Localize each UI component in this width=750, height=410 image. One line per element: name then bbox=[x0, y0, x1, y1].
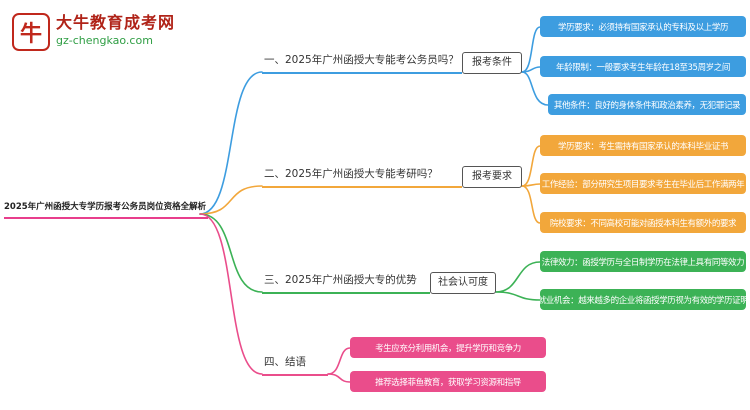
branch3-leaf-1: 法律效力：函授学历与全日制学历在法律上具有同等效力 bbox=[540, 251, 746, 272]
branch1-leaf-2: 年龄限制：一般要求考生年龄在18至35周岁之间 bbox=[540, 56, 746, 77]
branch3-label: 三、2025年广州函授大专的优势 bbox=[262, 272, 430, 294]
branch2-label: 二、2025年广州函授大专能考研吗？ bbox=[262, 166, 462, 188]
site-logo: 牛 大牛教育成考网 gz-chengkao.com bbox=[12, 13, 175, 51]
bull-logo-glyph: 牛 bbox=[19, 22, 42, 47]
branch4-leaf-1: 考生应充分利用机会，提升学历和竞争力 bbox=[350, 337, 546, 358]
connector-b1-leaf3 bbox=[521, 71, 549, 106]
branch1-tag: 报考条件 bbox=[462, 52, 522, 74]
branch4-label: 四、结语 bbox=[262, 354, 328, 376]
branch1-leaf-1: 学历要求：必须持有国家承认的专科及以上学历 bbox=[540, 16, 746, 37]
branch4-leaf-2: 推荐选择菲鱼教育，获取学习资源和指导 bbox=[350, 371, 546, 392]
connector-b1-leaf2 bbox=[521, 66, 541, 73]
connector-b3-leaf1 bbox=[495, 261, 541, 293]
connector-root-branch2 bbox=[199, 185, 263, 215]
branch3-tag: 社会认可度 bbox=[430, 272, 496, 294]
branch2-leaf-2: 工作经验：部分研究生项目要求考生在毕业后工作满两年 bbox=[540, 173, 746, 194]
connector-b2-leaf3 bbox=[521, 185, 541, 224]
connector-root-branch4 bbox=[199, 213, 263, 375]
root-node: 2025年广州函授大专学历报考公务员岗位资格全解析 bbox=[4, 200, 209, 219]
connector-b1-leaf1 bbox=[521, 26, 541, 73]
branch2-leaf-3: 院校要求：不同高校可能对函授本科生有额外的要求 bbox=[540, 212, 746, 233]
branch1-leaf-3: 其他条件：良好的身体条件和政治素养，无犯罪记录 bbox=[548, 94, 746, 115]
connector-b4-leaf2 bbox=[327, 373, 351, 383]
connector-b4-leaf1 bbox=[327, 347, 351, 375]
connector-b2-leaf1 bbox=[521, 145, 541, 187]
site-url: gz-chengkao.com bbox=[56, 34, 153, 47]
branch3-leaf-2: 就业机会：越来越多的企业将函授学历视为有效的学历证明 bbox=[540, 289, 746, 310]
branch2-tag: 报考要求 bbox=[462, 166, 522, 188]
bull-logo-icon: 牛 bbox=[12, 13, 50, 51]
site-name: 大牛教育成考网 bbox=[56, 13, 176, 32]
connector-root-branch3 bbox=[199, 213, 263, 293]
connector-b3-leaf2 bbox=[495, 291, 541, 301]
branch2-leaf-1: 学历要求：考生需持有国家承认的本科毕业证书 bbox=[540, 135, 746, 156]
connector-root-branch1 bbox=[199, 71, 263, 215]
branch1-label: 一、2025年广州函授大专能考公务员吗？ bbox=[262, 52, 462, 74]
